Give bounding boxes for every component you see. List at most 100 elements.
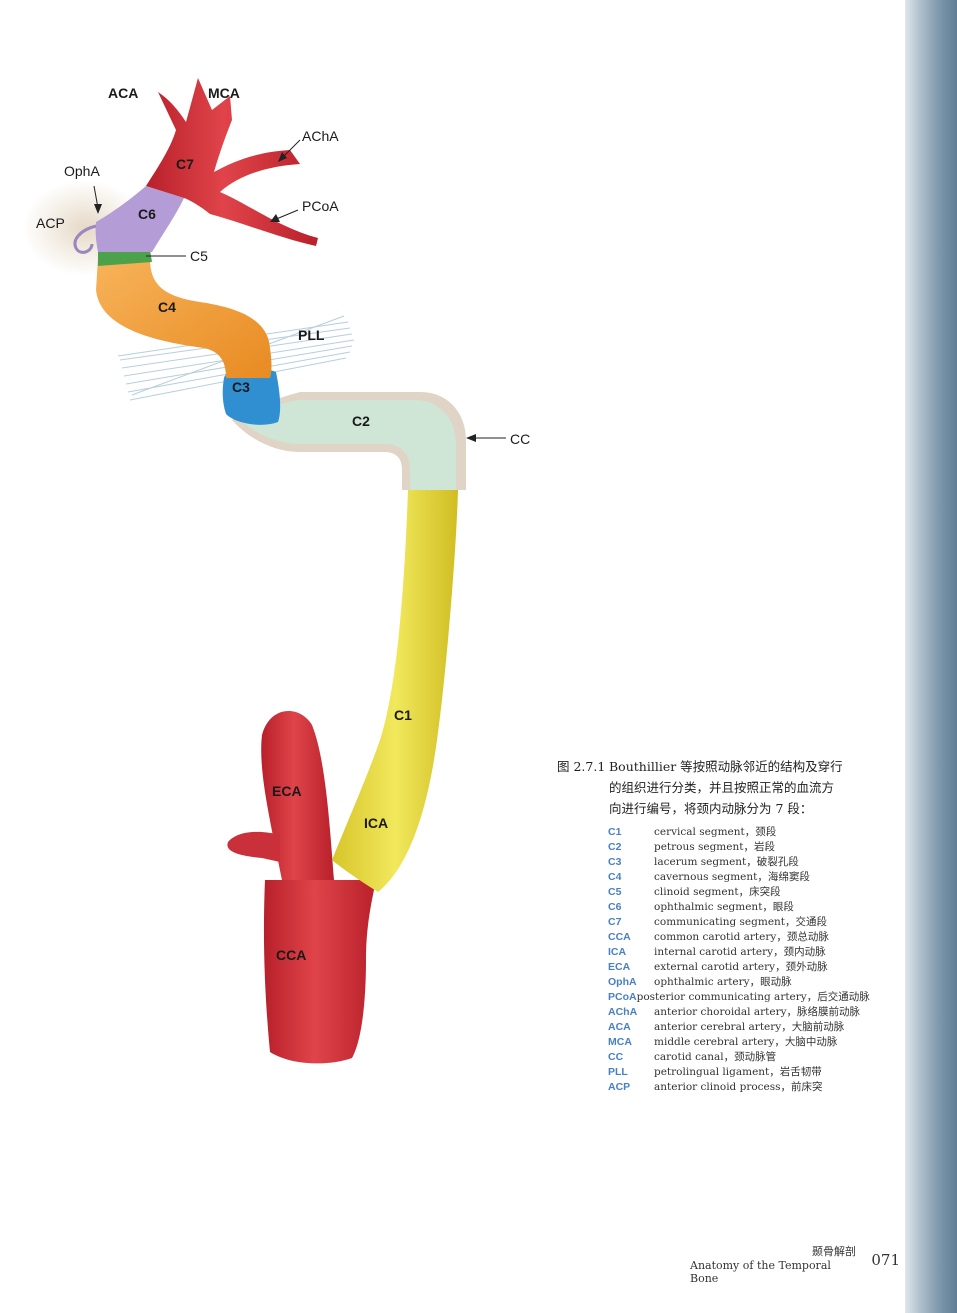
legend-abbr: AChA bbox=[608, 1006, 638, 1018]
legend-desc: petrous segment，岩段 bbox=[654, 841, 775, 853]
legend-desc: ophthalmic segment，眼段 bbox=[654, 901, 794, 913]
label-opha: OphA bbox=[64, 163, 100, 179]
legend-desc: cervical segment，颈段 bbox=[654, 826, 777, 838]
pcoa-arrow-icon bbox=[270, 214, 280, 222]
legend-abbr: OphA bbox=[608, 976, 637, 988]
c1-segment bbox=[332, 490, 458, 892]
label-c3: C3 bbox=[232, 379, 250, 395]
legend-abbr: ICA bbox=[608, 946, 627, 958]
legend-abbr: PCoA bbox=[608, 991, 637, 1003]
legend-row: CC carotid canal，颈动脉管 bbox=[608, 1050, 868, 1065]
legend-desc: internal carotid artery，颈内动脉 bbox=[654, 946, 826, 958]
legend-desc: petrolingual ligament，岩舌韧带 bbox=[654, 1066, 822, 1078]
legend-abbr: C3 bbox=[608, 856, 622, 868]
opha-vessel bbox=[73, 224, 97, 254]
legend-abbr: C7 bbox=[608, 916, 622, 928]
caption-line-3: 向进行编号，将颈内动脉分为 7 段： bbox=[609, 801, 813, 816]
legend-row: AChA anterior choroidal artery，脉络膜前动脉 bbox=[608, 1005, 868, 1020]
legend-row: CCA common carotid artery，颈总动脉 bbox=[608, 930, 868, 945]
legend-desc: posterior communicating artery，后交通动脉 bbox=[636, 991, 870, 1003]
legend-abbr: CC bbox=[608, 1051, 624, 1063]
legend-abbr: MCA bbox=[608, 1036, 632, 1048]
legend-row: C3 lacerum segment，破裂孔段 bbox=[608, 855, 868, 870]
legend-row: PLL petrolingual ligament，岩舌韧带 bbox=[608, 1065, 868, 1080]
page-number: 071 bbox=[871, 1251, 900, 1269]
running-title-zh: 颞骨解剖 bbox=[812, 1245, 856, 1258]
label-c5: C5 bbox=[190, 248, 208, 264]
running-title-en: Anatomy of the Temporal Bone bbox=[690, 1259, 831, 1285]
legend-row: MCA middle cerebral artery，大脑中动脉 bbox=[608, 1035, 868, 1050]
artery-diagram: ACA MCA AChA C7 OphA C6 PCoA ACP C5 C4 P… bbox=[23, 78, 530, 1064]
label-cc: CC bbox=[510, 431, 530, 447]
page-edge-decoration bbox=[905, 0, 957, 1313]
legend-desc: cavernous segment，海绵窦段 bbox=[654, 871, 810, 883]
label-cca: CCA bbox=[276, 947, 306, 963]
opha-arrow-icon bbox=[94, 204, 102, 214]
label-acha: AChA bbox=[302, 128, 339, 144]
legend-abbr: ACP bbox=[608, 1081, 631, 1093]
legend-desc: lacerum segment，破裂孔段 bbox=[654, 856, 799, 868]
legend-abbr: C5 bbox=[608, 886, 622, 898]
carotid-artery-illustration: ACA MCA AChA C7 OphA C6 PCoA ACP C5 C4 P… bbox=[23, 78, 530, 1064]
legend-row: C6 ophthalmic segment，眼段 bbox=[608, 900, 868, 915]
legend-abbr: ECA bbox=[608, 961, 631, 973]
label-eca: ECA bbox=[272, 783, 302, 799]
label-mca: MCA bbox=[208, 85, 240, 101]
legend-row: C2 petrous segment，岩段 bbox=[608, 840, 868, 855]
legend-row: OphA ophthalmic artery，眼动脉 bbox=[608, 975, 868, 990]
c4-segment bbox=[96, 258, 272, 378]
legend-row: C1 cervical segment，颈段 bbox=[608, 825, 868, 840]
label-pcoa: PCoA bbox=[302, 198, 339, 214]
legend-desc: anterior cerebral artery，大脑前动脉 bbox=[654, 1021, 845, 1033]
legend-desc: clinoid segment，床突段 bbox=[654, 886, 781, 898]
label-c7: C7 bbox=[176, 156, 194, 172]
page-footer: 颞骨解剖 Anatomy of the Temporal Bone 071 bbox=[690, 1243, 900, 1285]
c7-segment bbox=[146, 78, 318, 246]
legend-desc: common carotid artery，颈总动脉 bbox=[654, 931, 829, 943]
legend-abbr: C4 bbox=[608, 871, 622, 883]
legend-row: C4 cavernous segment，海绵窦段 bbox=[608, 870, 868, 885]
legend-desc: middle cerebral artery，大脑中动脉 bbox=[654, 1036, 838, 1048]
legend-row: ACP anterior clinoid process，前床突 bbox=[608, 1080, 868, 1095]
caption-line-2: 的组织进行分类，并且按照正常的血流方 bbox=[609, 780, 835, 795]
arrow-heads bbox=[94, 152, 476, 442]
legend-abbr: C1 bbox=[608, 826, 622, 838]
label-aca: ACA bbox=[108, 85, 138, 101]
cc-arrow-icon bbox=[466, 434, 476, 442]
legend-abbr: PLL bbox=[608, 1066, 628, 1078]
c5-segment bbox=[98, 250, 152, 266]
label-c4: C4 bbox=[158, 299, 176, 315]
caption-line-1: Bouthillier 等按照动脉邻近的结构及穿行 bbox=[609, 759, 843, 774]
legend-row: ECA external carotid artery，颈外动脉 bbox=[608, 960, 868, 975]
legend-row: ICA internal carotid artery，颈内动脉 bbox=[608, 945, 868, 960]
legend-desc: anterior choroidal artery，脉络膜前动脉 bbox=[654, 1006, 861, 1018]
figure-number: 图 2.7.1 bbox=[557, 759, 606, 774]
legend-row: ACA anterior cerebral artery，大脑前动脉 bbox=[608, 1020, 868, 1035]
legend-abbr: ACA bbox=[608, 1021, 631, 1033]
legend-row: C7 communicating segment，交通段 bbox=[608, 915, 868, 930]
c2-segment bbox=[240, 400, 456, 490]
label-acp: ACP bbox=[36, 215, 65, 231]
legend-abbr: C2 bbox=[608, 841, 622, 853]
label-c1: C1 bbox=[394, 707, 412, 723]
label-ica: ICA bbox=[364, 815, 388, 831]
legend-desc: communicating segment，交通段 bbox=[654, 916, 828, 928]
legend-desc: carotid canal，颈动脉管 bbox=[654, 1051, 777, 1063]
label-c6: C6 bbox=[138, 206, 156, 222]
c6-segment bbox=[95, 186, 184, 252]
legend-desc: anterior clinoid process，前床突 bbox=[654, 1081, 823, 1093]
label-pll: PLL bbox=[298, 327, 325, 343]
legend-abbr: CCA bbox=[608, 931, 631, 943]
legend-abbr: C6 bbox=[608, 901, 622, 913]
legend-desc: external carotid artery，颈外动脉 bbox=[654, 961, 828, 973]
abbreviation-legend: C1 cervical segment，颈段 C2 petrous segment，… bbox=[608, 825, 870, 1095]
legend-row: C5 clinoid segment，床突段 bbox=[608, 885, 868, 900]
c3-segment bbox=[222, 367, 281, 425]
label-c2: C2 bbox=[352, 413, 370, 429]
acha-arrow-icon bbox=[278, 152, 287, 162]
figure-caption: 图 2.7.1 Bouthillier 等按照动脉邻近的结构及穿行 的组织进行分… bbox=[557, 756, 862, 819]
eca-side-branch bbox=[227, 831, 280, 862]
cca-vessel bbox=[263, 880, 376, 1064]
legend-desc: ophthalmic artery，眼动脉 bbox=[654, 976, 792, 988]
